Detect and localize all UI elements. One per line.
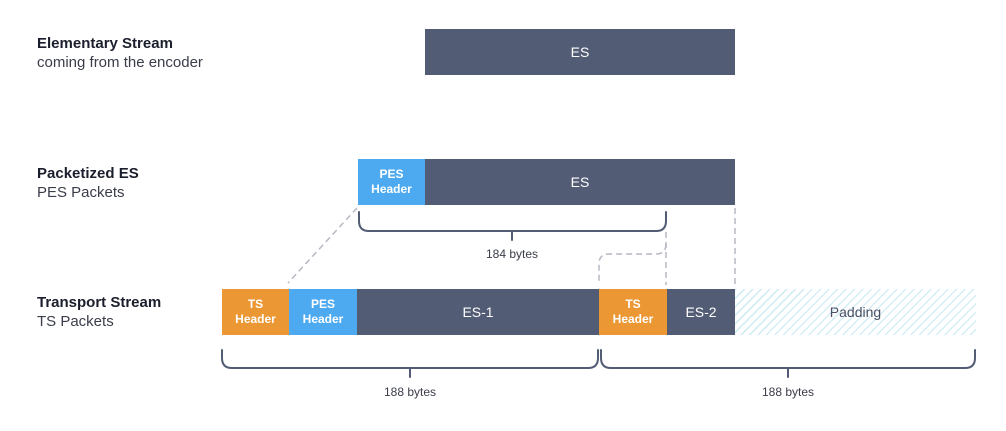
bracket-188-first: [221, 349, 599, 378]
es1-block: ES-1: [357, 289, 599, 335]
padding-block: Padding: [735, 289, 976, 335]
connector-es2-curve: [598, 243, 667, 284]
es2-block: ES-2: [667, 289, 735, 335]
pes-header-ts-line2: Header: [302, 312, 344, 326]
connector-pes-start: [287, 207, 358, 284]
size-label-188-first: 188 bytes: [383, 385, 437, 399]
packetized-es-label: Packetized ES: [37, 165, 139, 182]
es-block-top: ES: [425, 29, 735, 75]
ts-header-1-line1: TS: [247, 297, 264, 311]
bracket-188-second: [600, 349, 976, 378]
bracket-184: [358, 211, 667, 241]
ts-header-2-line1: TS: [625, 297, 641, 311]
transport-stream-title: Transport Stream TS Packets: [37, 293, 161, 331]
ts-header-1-line2: Header: [235, 312, 276, 326]
size-brackets: [221, 211, 976, 378]
es-block-pes: ES: [425, 159, 735, 205]
pes-header-line2: Header: [371, 182, 412, 196]
size-label-184: 184 bytes: [485, 247, 539, 261]
elementary-stream-title: Elementary Stream coming from the encode…: [37, 34, 203, 72]
packetized-es-sublabel: PES Packets: [37, 184, 125, 201]
elementary-stream-label: Elementary Stream: [37, 35, 173, 52]
pes-header-ts-line1: PES: [310, 297, 335, 311]
pes-header-line1: PES: [379, 167, 404, 181]
elementary-stream-sublabel: coming from the encoder: [37, 54, 203, 71]
ts-header-2-line2: Header: [612, 312, 654, 326]
size-label-188-second: 188 bytes: [761, 385, 815, 399]
dashed-connectors: [287, 207, 736, 285]
packetized-es-title: Packetized ES PES Packets: [37, 164, 139, 202]
transport-stream-sublabel: TS Packets: [37, 313, 114, 330]
transport-stream-label: Transport Stream: [37, 294, 162, 311]
